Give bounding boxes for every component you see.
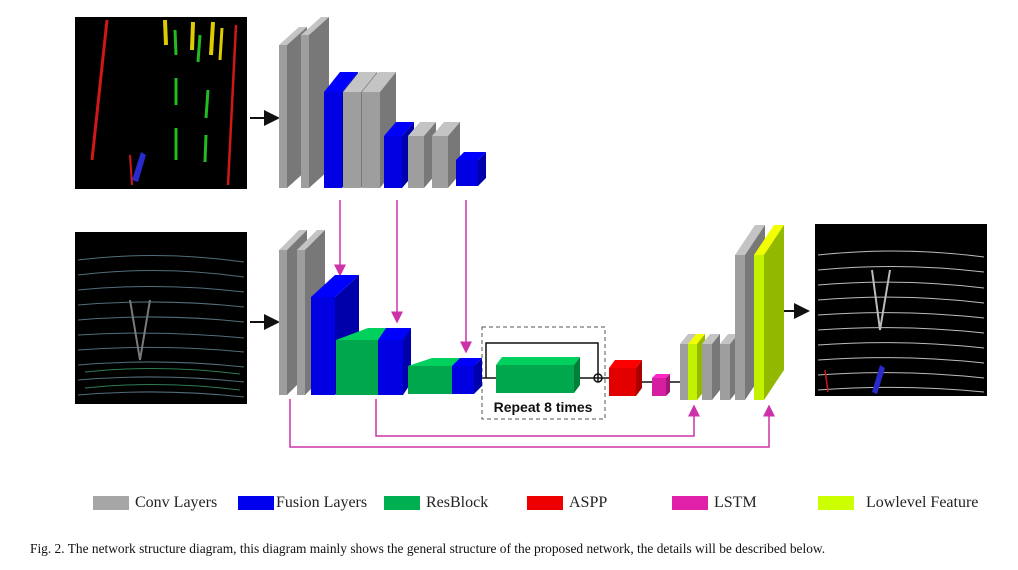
block-conv-decoder-2 — [702, 334, 720, 400]
legend-label-resblock: ResBlock — [426, 494, 489, 511]
legend-swatch-resblock — [384, 496, 420, 510]
legend-label-conv: Conv Layers — [135, 494, 218, 511]
block-lowlevel-2 — [754, 225, 784, 400]
block-conv-top-6 — [432, 122, 460, 188]
skip-connections — [289, 200, 775, 448]
legend-swatch-aspp — [527, 496, 563, 510]
legend-label-aspp: ASPP — [569, 494, 608, 511]
legend-label-fusion: Fusion Layers — [276, 494, 368, 511]
block-resblock-repeat — [496, 357, 580, 393]
repeat-label: Repeat 8 times — [494, 399, 593, 415]
legend-swatch-lstm — [672, 496, 708, 510]
pipeline-connectors — [478, 342, 680, 383]
block-conv-top-5 — [408, 122, 436, 188]
legend-swatch-conv — [93, 496, 129, 510]
legend-swatch-lowlevel — [818, 496, 854, 510]
legend-item-conv-layers: Conv Layers — [93, 493, 217, 513]
block-lstm — [652, 374, 670, 396]
legend-item-lstm: LSTM — [672, 493, 757, 513]
input-pointcloud-image — [75, 232, 247, 404]
repeat-box — [481, 326, 606, 420]
legend-label-lowlevel: Lowlevel Feature — [866, 494, 979, 511]
legend-item-aspp: ASPP — [527, 493, 607, 513]
block-fusion-bottom-3 — [452, 358, 482, 394]
block-aspp — [609, 360, 642, 396]
block-fusion-bottom-2 — [378, 328, 411, 395]
block-fusion-top-3 — [456, 152, 486, 186]
figure-caption: Fig. 2. The network structure diagram, t… — [30, 541, 826, 556]
legend-label-lstm: LSTM — [714, 494, 757, 511]
layer-blocks — [279, 17, 784, 400]
legend-item-fusion-layers: Fusion Layers — [238, 493, 367, 513]
input-label-image — [75, 17, 247, 189]
legend-item-resblock: ResBlock — [384, 493, 488, 513]
legend-swatch-fusion — [238, 496, 274, 510]
output-segmentation-image — [815, 224, 987, 396]
legend-item-lowlevel-feature: Lowlevel Feature — [818, 493, 978, 513]
